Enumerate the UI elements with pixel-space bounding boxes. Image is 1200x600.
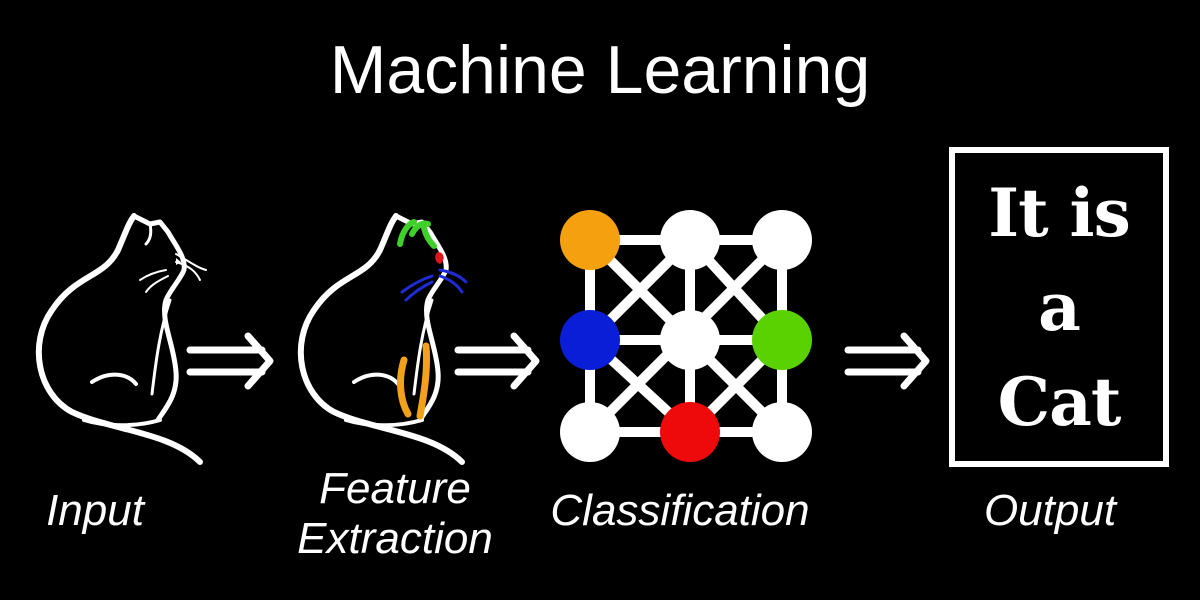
network-node [660, 210, 720, 270]
stage-label-feature-line1: Feature [319, 464, 471, 513]
page-title: Machine Learning [329, 32, 871, 108]
network-node [560, 402, 620, 462]
stage-label-input: Input [46, 486, 144, 535]
output-line-2: a [1038, 268, 1081, 346]
network-node-orange [560, 210, 620, 270]
output-line-1: It is [988, 173, 1131, 252]
stage-label-classification: Classification [550, 486, 810, 535]
output-box: It is a Cat [949, 147, 1169, 467]
network-node [752, 210, 812, 270]
network-node-red [660, 402, 720, 462]
network-node [752, 402, 812, 462]
network-node-green [752, 310, 812, 370]
stage-label-feature-line2: Extraction [297, 514, 493, 563]
network-node [660, 310, 720, 370]
output-line-3: Cat [997, 362, 1122, 441]
stage-label-feature-extraction: Feature Extraction [280, 464, 510, 564]
stage-label-output: Output [983, 486, 1117, 535]
network-node-blue [560, 310, 620, 370]
